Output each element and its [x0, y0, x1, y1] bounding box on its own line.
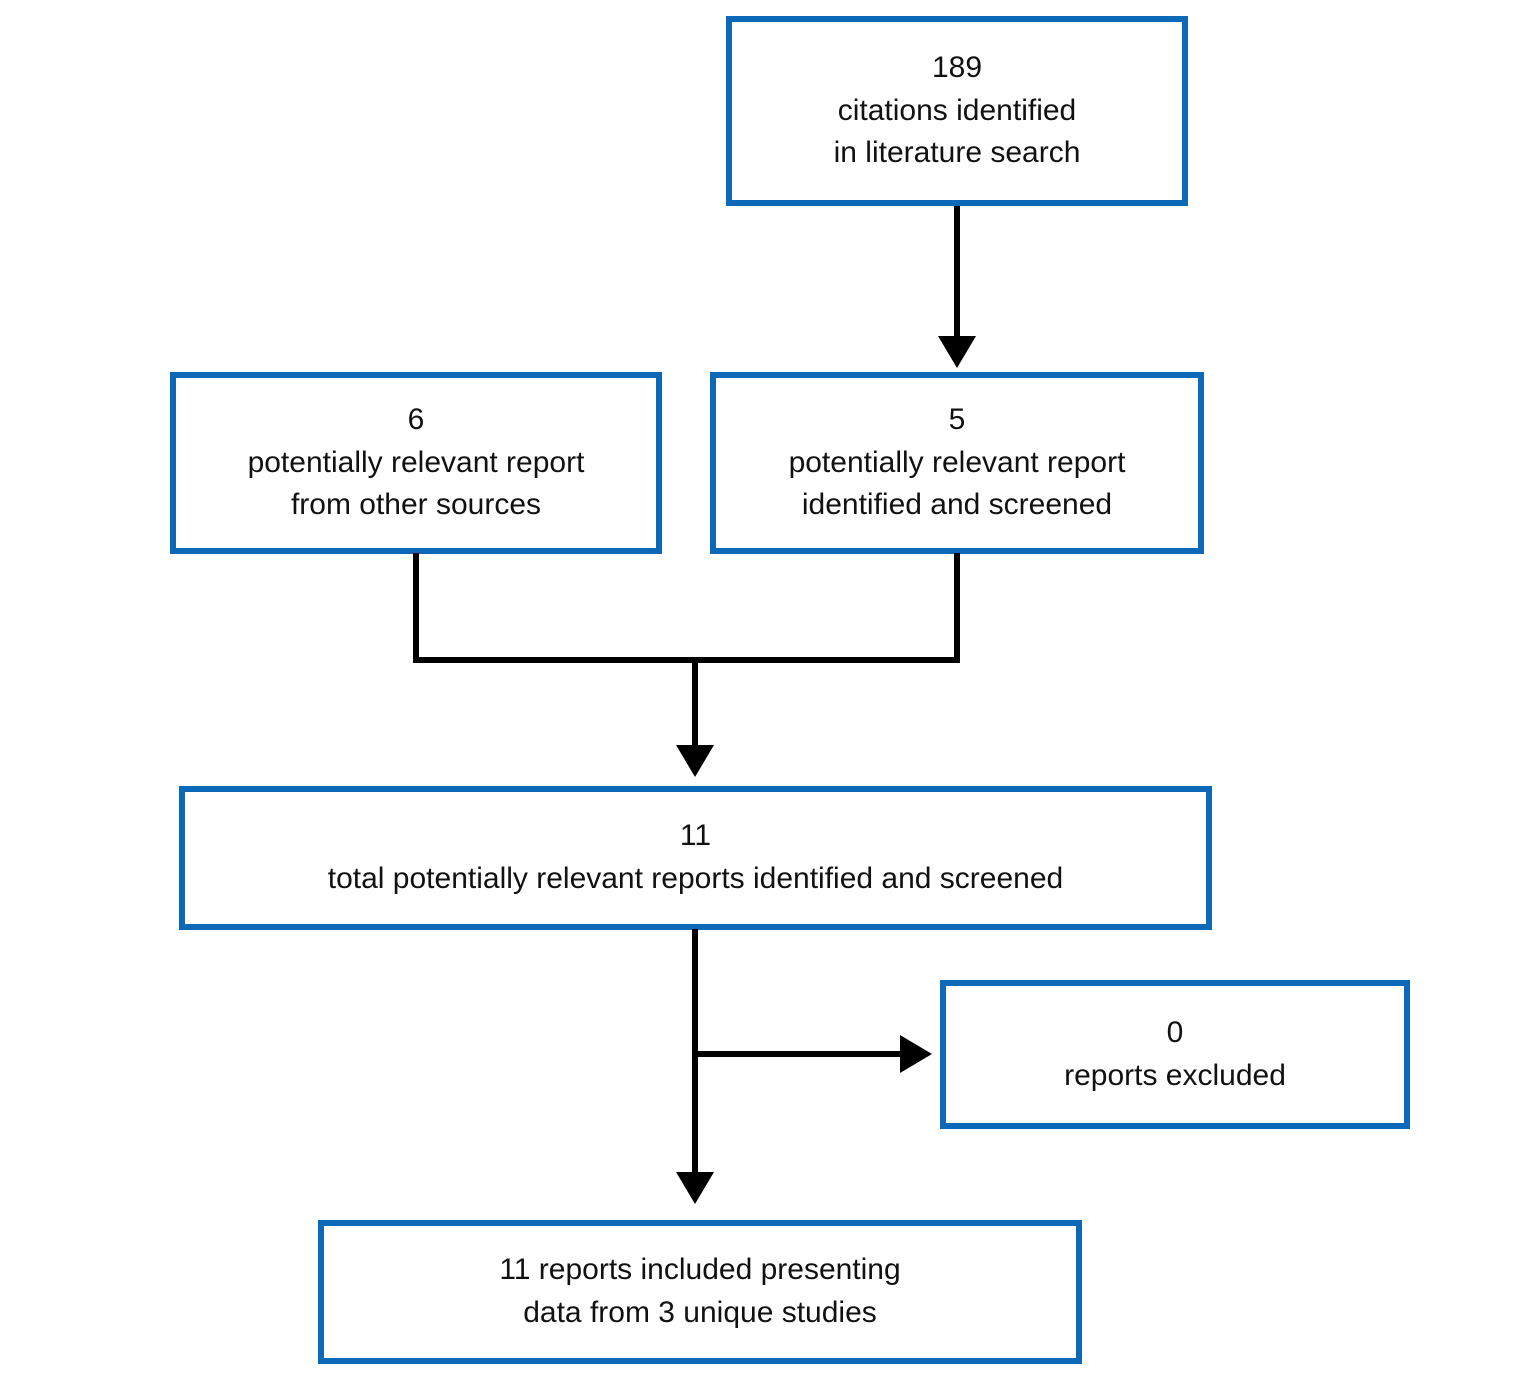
box-label: potentially relevant report: [788, 445, 1126, 479]
box-value: 6: [407, 403, 425, 437]
box-label: 11 reports included presenting: [499, 1253, 901, 1287]
arrowhead-down-icon: [676, 1172, 714, 1204]
box-reports-included: 11 reports included presenting data from…: [318, 1220, 1082, 1364]
box-label: potentially relevant report: [247, 445, 585, 479]
connector-top-shaft: [954, 206, 960, 336]
arrowhead-down-icon: [938, 336, 976, 368]
box-identified-and-screened: 5 potentially relevant report identified…: [710, 372, 1204, 554]
box-label: in literature search: [833, 136, 1081, 170]
box-value: 11: [679, 819, 712, 853]
box-label: from other sources: [290, 488, 542, 522]
box-other-sources: 6 potentially relevant report from other…: [170, 372, 662, 554]
box-value: 0: [1166, 1015, 1184, 1049]
box-value: 189: [931, 51, 983, 85]
connector-branch-horizontal: [695, 1051, 900, 1057]
box-label: total potentially relevant reports ident…: [327, 862, 1064, 895]
arrowhead-right-icon: [900, 1035, 932, 1073]
box-citations-identified: 189 citations identified in literature s…: [726, 16, 1188, 206]
connector-merge-horizontal: [413, 657, 960, 663]
connector-merge-shaft: [692, 657, 698, 747]
box-total-screened: 11 total potentially relevant reports id…: [179, 786, 1212, 930]
box-label: identified and screened: [801, 488, 1113, 522]
connector-merge-left: [413, 553, 419, 663]
box-value: 5: [948, 403, 966, 437]
arrowhead-down-icon: [676, 745, 714, 777]
connector-merge-right: [954, 553, 960, 663]
box-label: citations identified: [837, 93, 1077, 127]
box-reports-excluded: 0 reports excluded: [940, 980, 1410, 1129]
box-label: reports excluded: [1064, 1058, 1286, 1092]
box-label: data from 3 unique studies: [523, 1296, 877, 1329]
